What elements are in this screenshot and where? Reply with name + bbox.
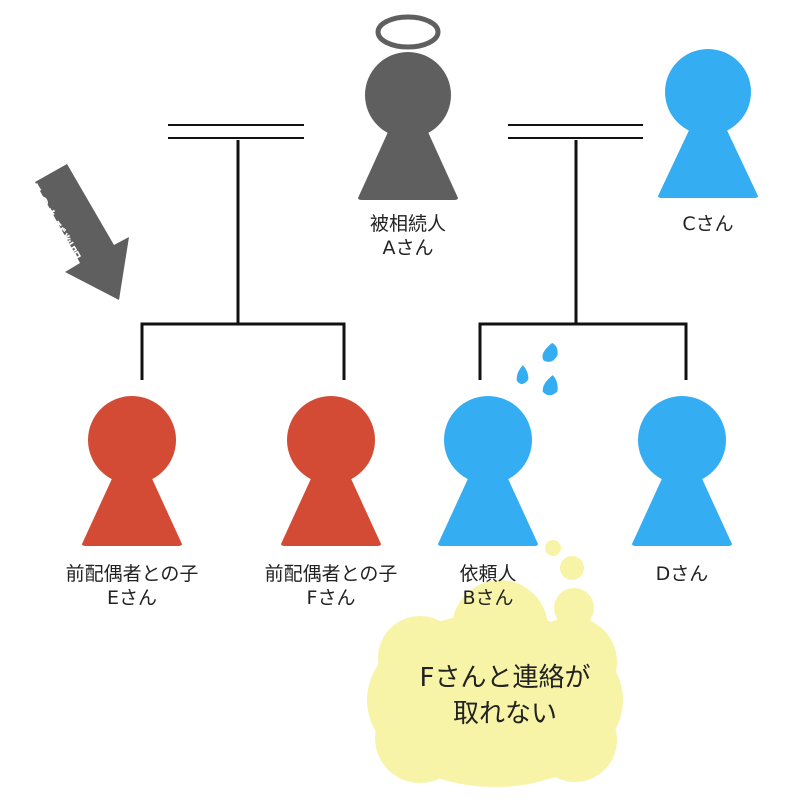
person-f-label: 前配偶者との子 Fさん (241, 562, 421, 610)
thought-line-2: 取れない (452, 699, 557, 729)
person-f-figure (281, 396, 381, 546)
descent-lines-b-d (478, 140, 688, 380)
person-c-label: Cさん (648, 212, 768, 236)
person-a-label: 被相続人 Aさん (338, 212, 478, 260)
discovery-arrow (35, 164, 129, 300)
person-a-figure (358, 14, 458, 200)
person-c-figure (658, 49, 758, 198)
person-a-name: Aさん (382, 237, 434, 259)
marriage-line-a-c (508, 124, 643, 139)
sweat-drops-icon (515, 341, 560, 397)
person-e-name: Eさん (106, 587, 157, 609)
person-b-label: 依頼人 Bさん (428, 562, 548, 610)
thought-cloud-text: Fさんと連絡が 取れない (380, 660, 630, 732)
descent-lines-e-f (140, 140, 346, 380)
person-d-figure (632, 396, 732, 546)
person-f-name: Fさん (306, 587, 356, 609)
person-e-label: 前配偶者との子 Eさん (42, 562, 222, 610)
person-b-role: 依頼人 (459, 563, 517, 585)
person-f-role: 前配偶者との子 (264, 563, 398, 585)
thought-line-1: Fさんと連絡が (419, 663, 591, 693)
person-c-name: Cさん (682, 213, 734, 235)
person-e-figure (82, 396, 182, 546)
person-e-role: 前配偶者との子 (65, 563, 199, 585)
person-b-figure (438, 396, 538, 546)
thought-cloud (367, 540, 623, 787)
person-a-role: 被相続人 (369, 213, 446, 235)
person-d-name: Dさん (655, 563, 709, 585)
person-b-name: Bさん (462, 587, 514, 609)
halo-icon (375, 14, 441, 50)
person-d-label: Dさん (622, 562, 742, 586)
marriage-line-a-previous-spouse (168, 124, 304, 139)
